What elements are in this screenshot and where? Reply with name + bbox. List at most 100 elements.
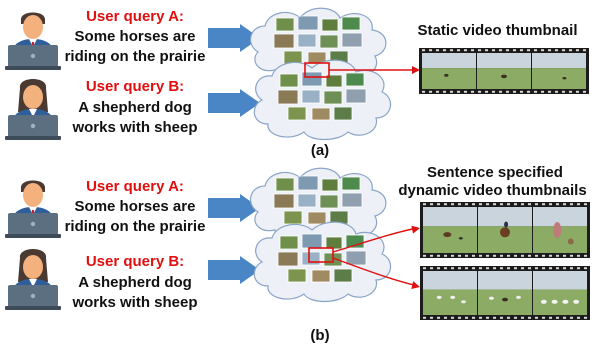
sprocket-hole: [514, 254, 517, 257]
video-thumbnail: [325, 236, 343, 250]
sprocket-hole: [528, 254, 531, 257]
sprocket-hole: [520, 90, 523, 93]
sprocket-hole: [541, 90, 544, 93]
sprocket-hole: [437, 316, 440, 319]
panel-b-query-b-text-line2: works with sheep: [72, 294, 198, 311]
video-thumbnail: [345, 88, 367, 104]
face: [23, 183, 43, 207]
keyframe-field: [532, 68, 586, 89]
panel-b-label: (b): [310, 327, 330, 344]
sprocket-hole: [577, 267, 580, 270]
sprocket-hole: [485, 90, 488, 93]
sprocket-hole: [493, 316, 496, 319]
sprocket-hole: [570, 254, 573, 257]
sprocket-hole: [534, 90, 537, 93]
keyframe-object: [516, 295, 521, 299]
sprocket-hole: [451, 203, 454, 206]
sprocket-hole: [541, 49, 544, 52]
panel-a-query-b-text-line2: works with sheep: [72, 119, 198, 136]
keyframe-sky: [422, 53, 476, 69]
sprocket-hole: [423, 254, 426, 257]
sprocket-hole: [472, 267, 475, 270]
laptop-logo: [30, 221, 36, 227]
video-thumbnail: [275, 17, 295, 32]
laptop-logo: [30, 293, 36, 299]
sprocket-hole: [479, 316, 482, 319]
sprocket-hole: [486, 316, 489, 319]
sprocket-hole: [499, 90, 502, 93]
video-thumbnail: [341, 32, 363, 48]
sprocket-hole: [577, 254, 580, 257]
video-thumbnail: [301, 71, 323, 87]
sprocket-hole: [486, 254, 489, 257]
sprocket-hole: [548, 49, 551, 52]
keyframe-field: [478, 289, 532, 315]
sprocket-hole: [521, 267, 524, 270]
sprocket-hole: [422, 49, 425, 52]
video-thumbnail: [297, 175, 319, 191]
sprocket-hole: [465, 267, 468, 270]
sprocket-hole: [486, 203, 489, 206]
sprocket-hole: [584, 267, 587, 270]
sprocket-hole: [583, 90, 586, 93]
sprocket-hole: [437, 203, 440, 206]
keyframe-object: [501, 74, 507, 79]
collar: [29, 279, 37, 287]
keyframe-field: [423, 289, 477, 315]
sprocket-hole: [436, 49, 439, 52]
sprocket-hole: [535, 316, 538, 319]
panel-b-query-a-text-line1: Some horses are: [74, 198, 196, 215]
arrow-head: [411, 281, 420, 289]
keyframe-object: [443, 232, 452, 238]
keyframe-object: [458, 237, 463, 240]
video-thumbnail: [307, 211, 327, 225]
arrow-right-icon: [208, 256, 260, 284]
sprocket-hole: [429, 90, 432, 93]
sprocket-hole: [500, 203, 503, 206]
sprocket-hole: [563, 254, 566, 257]
static-thumbnail-strip: [419, 48, 589, 94]
sprocket-hole: [444, 254, 447, 257]
sprocket-hole: [458, 203, 461, 206]
sprocket-hole: [429, 49, 432, 52]
panel-a-query-b-text-line1: A shepherd dog: [78, 99, 192, 116]
man-user-icon: [5, 180, 61, 238]
sprocket-hole: [513, 90, 516, 93]
video-thumbnail: [287, 106, 307, 121]
sprocket-hole: [507, 254, 510, 257]
arrow-right-icon: [208, 89, 260, 117]
sprocket-hole: [451, 254, 454, 257]
video-thumbnail: [321, 18, 339, 32]
video-thumbnail: [341, 192, 363, 208]
panel-b-query-b-text-line1: A shepherd dog: [78, 274, 192, 291]
sprocket-hole: [563, 267, 566, 270]
sprocket-hole: [569, 90, 572, 93]
sprocket-hole: [443, 49, 446, 52]
panel-b-thumbnail-caption-line1: Sentence specified: [427, 164, 563, 181]
sprocket-hole: [507, 267, 510, 270]
keyframe-sky: [477, 53, 531, 69]
sprocket-hole: [549, 316, 552, 319]
sprocket-hole: [570, 267, 573, 270]
sprocket-hole: [479, 254, 482, 257]
horses-thumbnail-strip: [420, 202, 590, 258]
sprocket-hole: [464, 90, 467, 93]
face: [23, 255, 43, 279]
sprocket-hole: [563, 203, 566, 206]
video-thumbnail: [301, 233, 323, 249]
video-thumbnail: [279, 235, 299, 250]
panel-a-query-b-label: User query B:: [85, 78, 185, 95]
sprocket-hole: [556, 316, 559, 319]
collar: [29, 109, 37, 117]
panel-a-query-a-text-line1: Some horses are: [74, 28, 196, 45]
face: [23, 85, 43, 109]
keyframe-sky: [478, 271, 532, 290]
sprocket-hole: [471, 49, 474, 52]
sprocket-hole: [423, 267, 426, 270]
sprocket-hole: [457, 49, 460, 52]
sprocket-hole: [478, 90, 481, 93]
video-thumbnail: [277, 251, 299, 267]
red-arrow-icon: [332, 225, 420, 253]
sprocket-hole: [472, 316, 475, 319]
panel-b-thumbnail-caption-line2: dynamic video thumbnails: [398, 182, 587, 199]
